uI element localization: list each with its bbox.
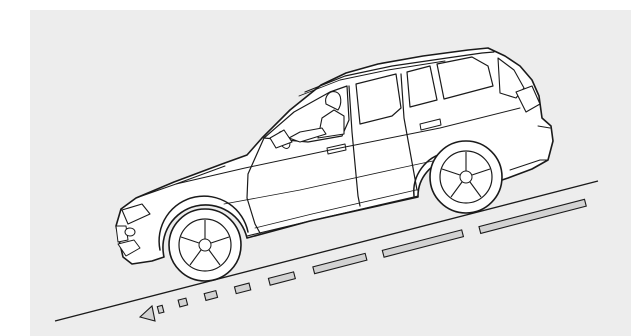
dash-marker xyxy=(178,298,187,307)
dash-marker xyxy=(479,199,586,233)
dash-marker xyxy=(268,272,295,285)
incline-illustration xyxy=(30,10,631,336)
dash-marker xyxy=(313,253,367,273)
arrow-left-icon xyxy=(140,306,155,321)
illustration-panel xyxy=(30,10,631,336)
dash-marker xyxy=(157,305,164,313)
front-wheel xyxy=(169,209,241,281)
rear-wheel xyxy=(430,141,502,213)
dash-marker xyxy=(234,283,250,294)
dash-marker xyxy=(204,291,217,301)
